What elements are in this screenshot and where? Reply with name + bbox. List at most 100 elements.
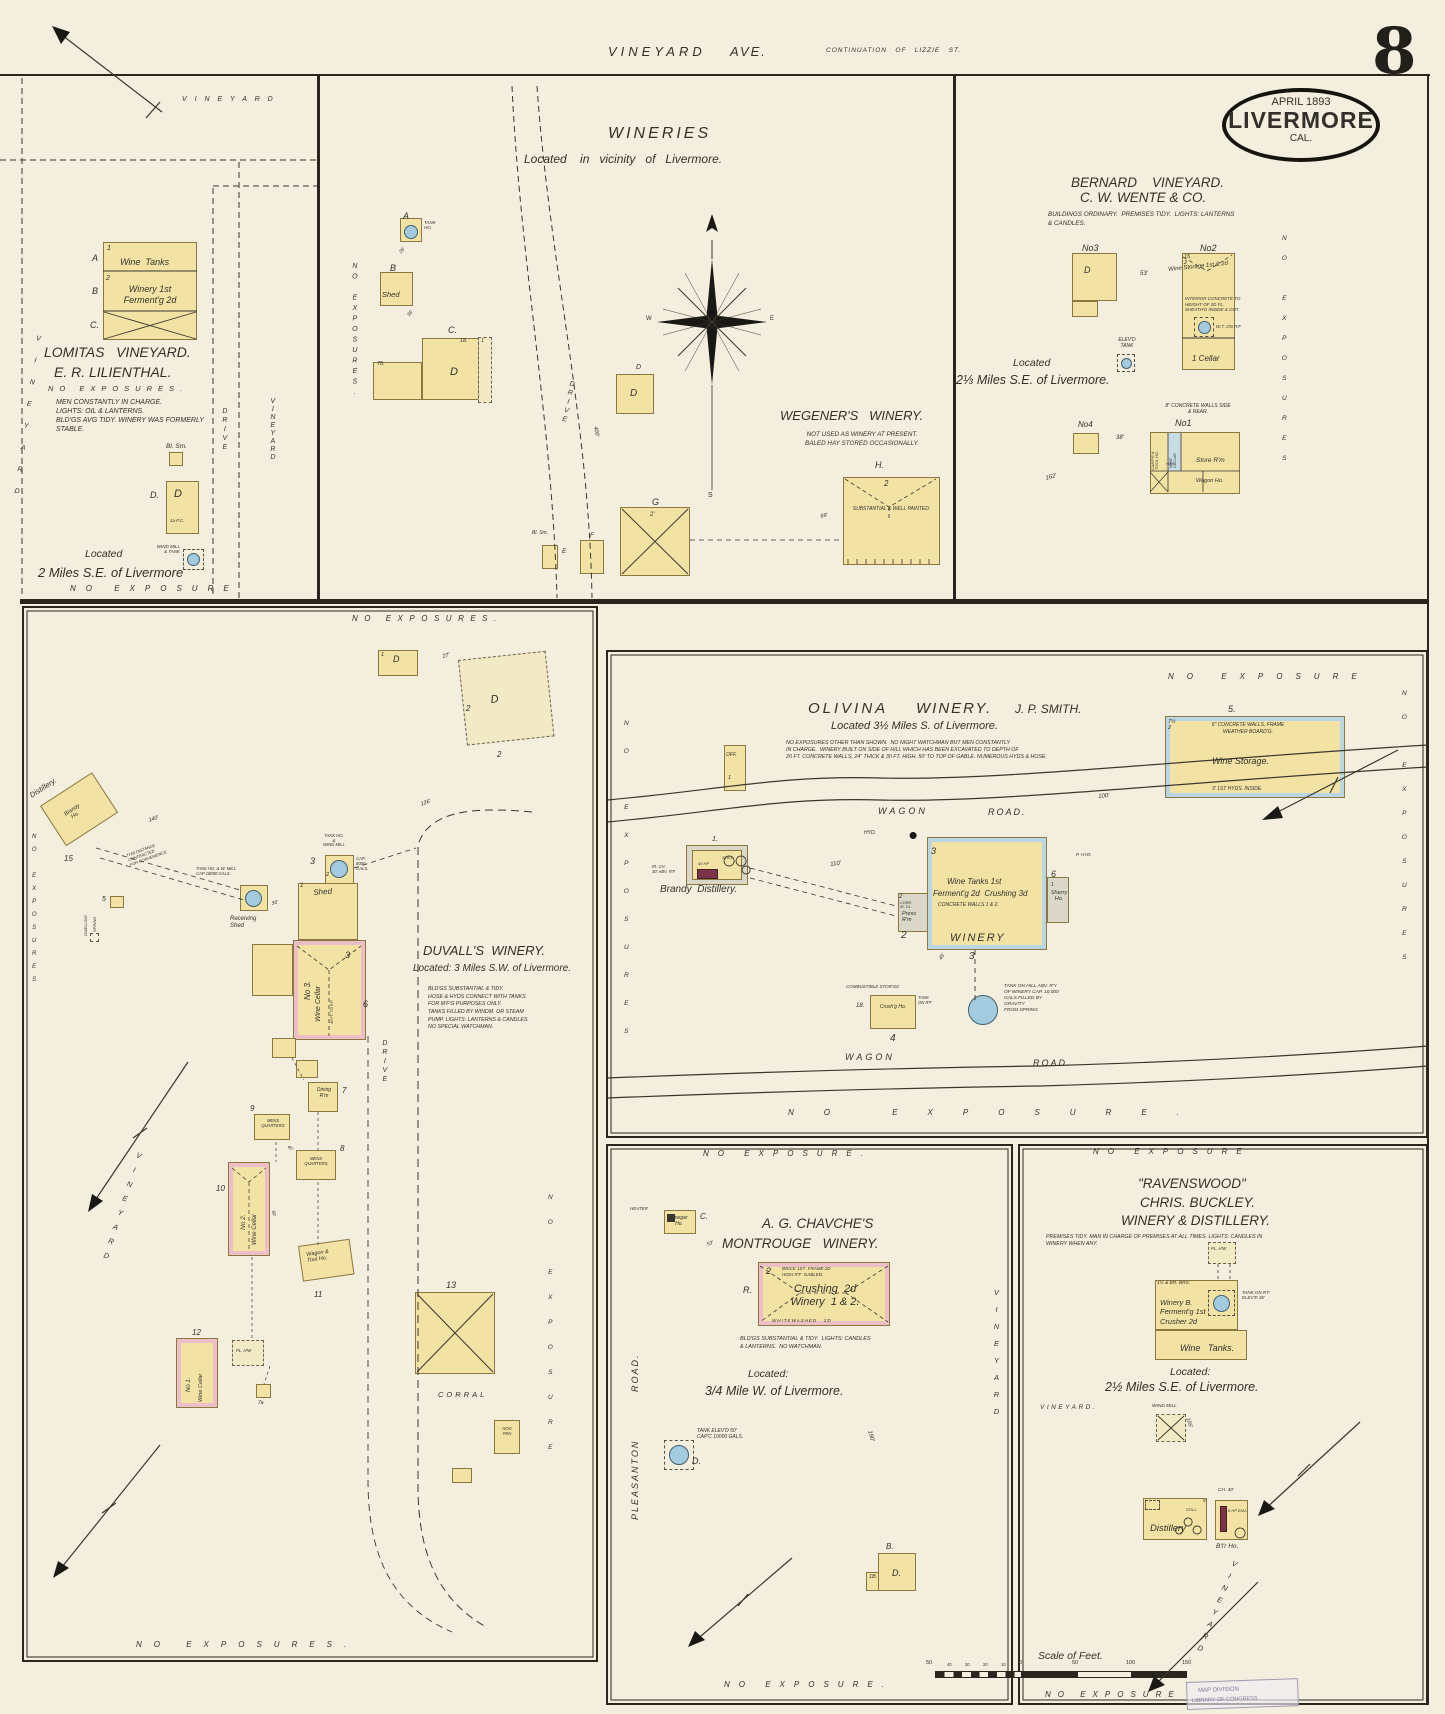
duvall-tank3 bbox=[330, 860, 348, 878]
wente-wt: W.T. ON R'F bbox=[1216, 324, 1242, 329]
scale-150: 150 bbox=[1182, 1660, 1192, 1666]
p-hyd: P. HYD. bbox=[1076, 852, 1092, 857]
olivina-located: Located 3½ Miles S. of Livermore. bbox=[831, 720, 998, 732]
dist-400: 400' bbox=[592, 426, 600, 438]
seal-date: APRIL 1893 bbox=[1271, 96, 1331, 108]
lomitas-located-2: 2 Miles S.E. of Livermore bbox=[38, 565, 184, 580]
still-40hp: 40 HP bbox=[698, 861, 710, 866]
bldg-duvall-shed bbox=[298, 883, 358, 940]
montrouge-r: R. bbox=[743, 1285, 752, 1295]
duvall-shed-label: Shed bbox=[313, 886, 333, 897]
scale-50l: 50 bbox=[926, 1660, 933, 1666]
bernard-owner: C. W. WENTE & CO. bbox=[1080, 190, 1207, 205]
dist-100: 100' bbox=[1098, 793, 1110, 800]
wagon-road-1b bbox=[606, 766, 1429, 823]
montrouge-use: Crushing 2d Winery 1 & 2. bbox=[790, 1283, 860, 1309]
bldg-mens-quarters-9 bbox=[254, 1114, 290, 1140]
ravenswood-located: Located: bbox=[1170, 1366, 1211, 1378]
well-5: 5 bbox=[102, 896, 106, 903]
crush-label: Crush'g Ho. bbox=[879, 1004, 907, 1010]
montrouge-roof-dash bbox=[759, 1265, 889, 1323]
duvall-distance-note: THIS DISTANCE CONTRACTED FOR CONVENIENCE bbox=[125, 842, 168, 867]
ravenswood-note: PREMISES TIDY. MAN IN CHARGE OF PREMISES… bbox=[1046, 1234, 1263, 1248]
ravenswood-no-exposure-top: NO EXPOSURE bbox=[1093, 1147, 1251, 1156]
brandy-distillery-label: Brandy Distillery. bbox=[660, 884, 738, 895]
ravenswood-planing-house bbox=[1208, 1242, 1236, 1264]
arrow-ravenswood-1-head bbox=[1258, 1500, 1275, 1516]
winery-use-3: CONCRETE WALLS 1 & 2. bbox=[938, 902, 999, 908]
bldg-7a bbox=[256, 1384, 271, 1398]
street-line-vineyard-ave bbox=[0, 74, 1430, 76]
wente-hay: HAY bbox=[1166, 461, 1174, 466]
still-chimney: IR. CH. 30' ABV. R'F bbox=[652, 864, 676, 875]
shed-b-label: Shed bbox=[382, 290, 400, 299]
wente-no1-cellar-strip bbox=[1168, 433, 1181, 471]
rav-still: STILL bbox=[1186, 1507, 1197, 1512]
tankho4-label: TANK HO. & W. MILL CAP 18000 GALS. bbox=[196, 866, 237, 877]
bldg-hog-pen bbox=[494, 1420, 520, 1454]
montrouge-d: D. bbox=[692, 1456, 701, 1466]
arrow-duvall-2-head bbox=[53, 1561, 69, 1578]
olivina-title-2: WINERY. bbox=[916, 700, 993, 717]
wente-no2-label: No2 bbox=[1200, 243, 1217, 253]
ravenswood-no-exposure-bottom: NO EXPOSURE bbox=[1045, 1690, 1181, 1699]
divider-top-bottom bbox=[20, 599, 1428, 604]
bldg-olivina-winery bbox=[927, 837, 1047, 950]
dining-label: Dining R'm bbox=[316, 1087, 332, 1099]
bldg-ravenswood-wine-tanks bbox=[1155, 1330, 1247, 1360]
bldg-wente-no2 bbox=[1182, 253, 1235, 370]
combustible: COMBUSTIBLE STOR'GE bbox=[846, 984, 900, 989]
duvall-well-5 bbox=[110, 896, 124, 908]
press-2a: 2 bbox=[899, 894, 903, 900]
dist-69: 69' bbox=[820, 512, 829, 520]
bldg-duvall-6b bbox=[296, 1060, 318, 1078]
bldg-lomitas-winery bbox=[103, 242, 197, 340]
bldg-c-main bbox=[422, 338, 479, 400]
arrow-olivina-head bbox=[1262, 806, 1283, 820]
wagon-road-2a bbox=[606, 1045, 1429, 1079]
vinegar-heater bbox=[667, 1214, 675, 1222]
olivina-right-col: NO EXPOSURES bbox=[1400, 690, 1408, 978]
lomitas-b: B bbox=[92, 286, 99, 296]
dist-5: 5' bbox=[1203, 1498, 1207, 1503]
duvall-drive-dash-2 bbox=[367, 1036, 453, 1633]
lomitas-no-exposures: NO EXPOSURES. bbox=[48, 384, 189, 393]
dining-7: 7 bbox=[342, 1086, 347, 1095]
bldg-c-wing bbox=[373, 362, 422, 400]
duvall-title: DUVALL'S WINERY. bbox=[423, 943, 546, 958]
olivina-no-exposure-bottom: NO EXPOSURE. bbox=[788, 1108, 1209, 1117]
ravenswood-title-2: CHRIS. BUCKLEY. bbox=[1140, 1195, 1256, 1210]
duvall-tank4 bbox=[245, 890, 262, 907]
arrow-topleft-head bbox=[52, 26, 70, 44]
dist-140: 140' bbox=[148, 814, 160, 824]
duvall-d2-2a: 2 bbox=[466, 704, 471, 713]
lomitas-d-label: D. bbox=[150, 490, 159, 500]
duvall-d2-label: D bbox=[490, 693, 500, 706]
divider-v-lomitas bbox=[317, 75, 320, 601]
tankho3-3: 3 bbox=[310, 856, 316, 866]
corral-13: 13 bbox=[446, 1280, 457, 1290]
montrouge-right-vineyard: VINEYARD bbox=[992, 1288, 1001, 1424]
wc3-3: 3 bbox=[345, 950, 351, 960]
bldg-7a-label: 7a bbox=[258, 1400, 264, 1406]
bldg-blacksmith bbox=[169, 452, 183, 466]
wente-no3-label: No3 bbox=[1082, 243, 1099, 253]
winery-use-1: Wine Tanks 1st bbox=[947, 877, 1002, 886]
montrouge-const: BRICK 1ST FRAME 2D HIGH R'F GABLED. bbox=[782, 1266, 831, 1277]
mens8-8: 8 bbox=[340, 1144, 345, 1153]
panel-duvall bbox=[22, 606, 598, 1662]
bldg-duvall-d1 bbox=[378, 650, 418, 676]
arrow-olivina bbox=[1269, 749, 1399, 817]
distillery-dash-box bbox=[1145, 1500, 1160, 1510]
compass-e: E bbox=[770, 316, 775, 322]
bldg-wine-cellar-no1 bbox=[176, 1338, 218, 1408]
dist-36b: 36' bbox=[271, 899, 279, 907]
lomitas-1: 1 bbox=[107, 245, 111, 252]
dist-110: 110' bbox=[830, 860, 842, 868]
winery-use-2: Ferment'g 2d Crushing 3d bbox=[933, 889, 1028, 898]
bldg-e-label: E bbox=[562, 548, 567, 555]
sheet-number: 8 bbox=[1372, 14, 1417, 89]
lomitas-note: MEN CONSTANTLY IN CHARGE. LIGHTS: OIL & … bbox=[56, 399, 204, 434]
rav-distillery-label: Distillery bbox=[1150, 1523, 1186, 1534]
